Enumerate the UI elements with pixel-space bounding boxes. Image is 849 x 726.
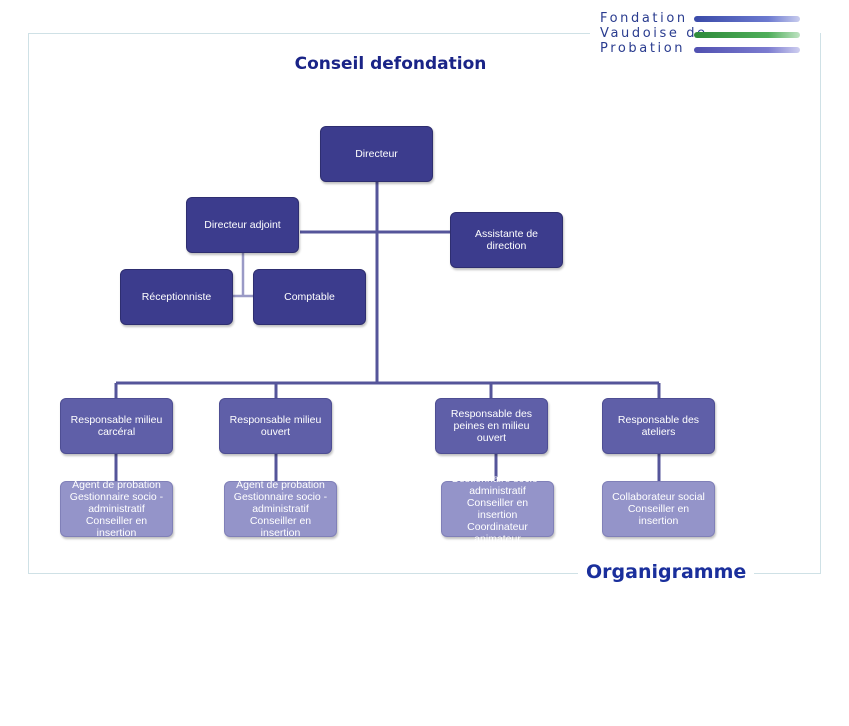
node-staff-carceral-label: Agent de probation Gestionnaire socio - … bbox=[69, 479, 164, 539]
node-staff-carceral: Agent de probation Gestionnaire socio - … bbox=[60, 479, 173, 539]
node-receptionniste-label: Réceptionniste bbox=[141, 291, 212, 303]
node-staff-ateliers: Collaborateur social Conseiller en inser… bbox=[602, 481, 715, 537]
node-responsable-peines: Responsable des peines en milieu ouvert bbox=[435, 398, 548, 454]
logo-stroke-blue bbox=[694, 16, 800, 22]
node-responsable-ouvert-label: Responsable milieu ouvert bbox=[229, 414, 322, 438]
page-title: Conseil defondation bbox=[0, 54, 849, 74]
node-directeur-label: Directeur bbox=[355, 148, 398, 160]
node-directeur-adjoint: Directeur adjoint bbox=[186, 197, 299, 253]
node-assistante-label: Assistante de direction bbox=[474, 228, 539, 252]
logo-line-2: Vaudoise de bbox=[600, 26, 708, 41]
node-staff-ateliers-label: Collaborateur social Conseiller en inser… bbox=[612, 491, 705, 527]
node-comptable: Comptable bbox=[253, 269, 366, 325]
node-receptionniste: Réceptionniste bbox=[120, 269, 233, 325]
diagram-frame bbox=[28, 33, 821, 574]
logo-line-1: Fondation bbox=[600, 11, 688, 26]
node-staff-ouvert: Agent de probation Gestionnaire socio - … bbox=[224, 479, 337, 539]
node-responsable-peines-label: Responsable des peines en milieu ouvert bbox=[450, 408, 533, 444]
logo-stroke-violet bbox=[694, 47, 800, 53]
logo-stroke-green bbox=[694, 32, 800, 38]
page-title-text: Conseil defondation bbox=[294, 54, 487, 74]
organigramme-label: Organigramme bbox=[578, 561, 755, 583]
node-responsable-ateliers-label: Responsable des ateliers bbox=[617, 414, 700, 438]
node-directeur-adjoint-label: Directeur adjoint bbox=[204, 219, 281, 231]
node-responsable-carceral: Responsable milieu carcéral bbox=[60, 398, 173, 454]
node-responsable-ateliers: Responsable des ateliers bbox=[602, 398, 715, 454]
node-staff-ouvert-label: Agent de probation Gestionnaire socio - … bbox=[233, 479, 328, 539]
node-staff-peines: Gestionnaire socio - administratif Conse… bbox=[441, 473, 554, 545]
node-responsable-ouvert: Responsable milieu ouvert bbox=[219, 398, 332, 454]
node-staff-peines-label: Gestionnaire socio - administratif Conse… bbox=[450, 473, 545, 545]
node-comptable-label: Comptable bbox=[284, 291, 335, 303]
fondation-logo: Fondation Vaudoise de Probation bbox=[590, 6, 820, 62]
node-responsable-carceral-label: Responsable milieu carcéral bbox=[70, 414, 163, 438]
node-directeur: Directeur bbox=[320, 126, 433, 182]
logo-line-3: Probation bbox=[600, 41, 686, 56]
node-assistante-direction: Assistante de direction bbox=[450, 212, 563, 268]
